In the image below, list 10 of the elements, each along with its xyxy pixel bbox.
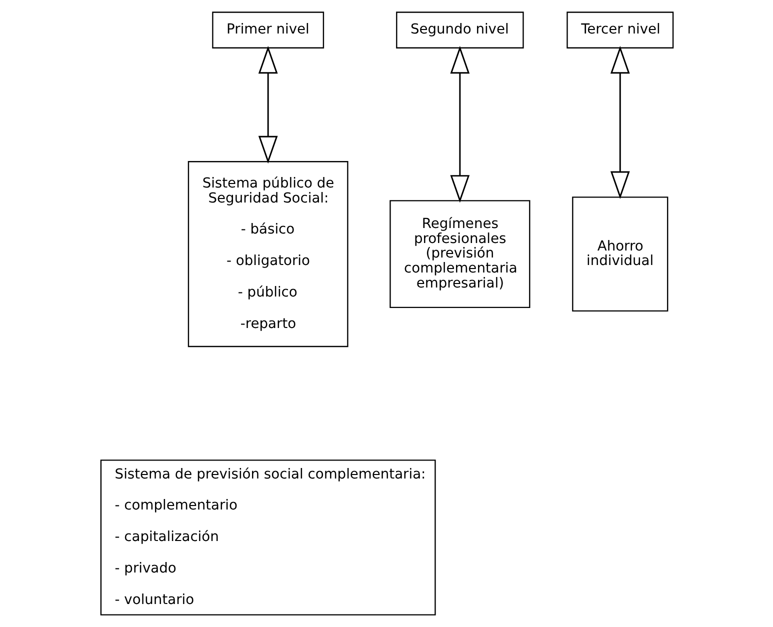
node-box: Sistema público de Seguridad Social: - básico - obligatorio - público -reparto xyxy=(187,161,348,348)
arrow xyxy=(610,46,630,200)
arrow xyxy=(258,46,278,164)
node-box: Segundo nivel xyxy=(396,12,524,48)
node-box: Regímenes profesionales (previsión complementaria empresarial) xyxy=(389,200,530,308)
node-box: Sistema de previsión social complementaria: - complementario - capitalización - privado - voluntario xyxy=(100,460,436,616)
node-box: Tercer nivel xyxy=(566,12,674,48)
node-box: Primer nivel xyxy=(212,12,324,48)
node-box: Ahorro individual xyxy=(572,196,668,312)
arrow xyxy=(450,46,470,203)
